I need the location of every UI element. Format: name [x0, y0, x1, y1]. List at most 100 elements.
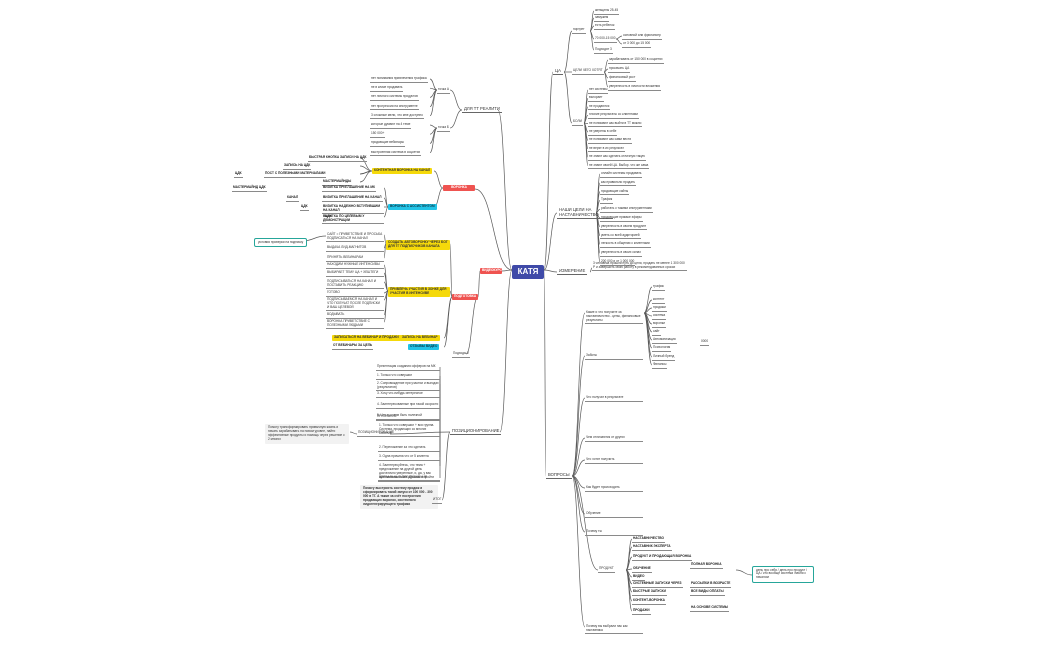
funnel-left-item[interactable]: ЗАПИСЬ НА ЦДК	[283, 163, 312, 170]
product-item[interactable]: ОБУЧЕНИЕ	[632, 566, 652, 573]
root-node[interactable]: КАТЯ	[512, 265, 544, 279]
branch-ca-portrait[interactable]: портрет	[572, 27, 586, 34]
quest-right-item[interactable]: продажи	[652, 305, 667, 312]
quest-right-item[interactable]: Психология	[652, 345, 672, 352]
quest-item[interactable]: Заботы	[585, 353, 643, 360]
assist-left-item[interactable]: ЦДК	[258, 185, 267, 192]
position-item[interactable]: ПРИЗНАНИЕ	[376, 414, 440, 421]
ca-pain-item[interactable]: не уверены в себе	[588, 129, 618, 136]
event-item[interactable]: ВОРОНКА ПРИВЕТСТВИЕ С ПОЛЕЗНЫМИ ЛЮДЬМИ	[326, 319, 384, 330]
position-item[interactable]: 4. Заинтересованные при такой скорости	[376, 402, 440, 409]
product-item[interactable]: БЫСТРЫЕ ЗАПУСКИ	[632, 589, 667, 596]
product-note[interactable]: день про себя / день про продукт / ЦА / …	[752, 566, 814, 583]
ttreals-item[interactable]: выстроенная система в соцсетях	[370, 150, 422, 157]
goals-item[interactable]: легкость в общении с клиентами	[600, 242, 651, 248]
funnel-content[interactable]: КОНТЕНТНАЯ ВОРОНКА НА КАНАЛ	[372, 168, 433, 174]
branch-ca-pain[interactable]: БОЛИ	[572, 119, 583, 126]
event-item[interactable]: ВЫБИРАЕТ ТЕМУ ЦА + ХЕШТЕГИ	[326, 270, 384, 277]
event-item[interactable]: ГОТОВО	[326, 290, 384, 297]
position-item[interactable]: Презентация создания офферов на МК	[376, 364, 440, 371]
goals-item[interactable]: уверенность в своем продукте	[600, 224, 648, 231]
ca-pain-item[interactable]: не понимают как выйти в ТТ можно	[588, 121, 643, 128]
assist-item[interactable]: ВИЗИТКА ПРИГЛАШЕНИЕ НА КАНАЛ	[322, 195, 383, 202]
ttreals-item[interactable]: нет личного системы продуктов	[370, 95, 419, 101]
product-right-item[interactable]: ВСЕ ВИДЫ ОПЛАТЫ	[690, 589, 725, 596]
goals-item[interactable]: Трафик	[600, 198, 614, 204]
product-item[interactable]: КОНТЕНТ-ВОРОНКА	[632, 598, 666, 605]
after-left[interactable]: Подходы 2	[452, 351, 470, 358]
event-item[interactable]: ВОДЫВАТЬ	[326, 312, 384, 319]
position-more-item[interactable]: 2. Переложение за что сделать	[378, 445, 440, 452]
ttreals-item[interactable]: нет понимания привлечения трафика	[370, 76, 428, 83]
position-sub[interactable]: ПОЗИЦИОНИРОВАНИЕ	[357, 430, 396, 437]
assist-item[interactable]: ВИЗИТКА НАДЕЖНО ВСТУПИВШИМ НА КАНАЛ	[322, 204, 384, 215]
quest-item[interactable]: Что хотят получить	[585, 457, 643, 464]
position-box[interactable]: Помогу выстроить систему продаж и сформи…	[360, 485, 438, 509]
goals-item[interactable]: 200 000 и от 1 000 000	[600, 259, 636, 266]
ttreals-item[interactable]: не в клике продавать	[370, 85, 404, 92]
ca-income-item[interactable]: от 3 000 до 15 000	[622, 41, 652, 48]
ttreals-item[interactable]: нет прогрессии на инструменте	[370, 104, 419, 111]
chat-item[interactable]: ПРИНЯТЬ ВЕБИНАРАМ	[326, 255, 384, 262]
quest-item[interactable]: Почему вы выбрали нас как наставника	[585, 624, 643, 635]
ttreals-item[interactable]: 3 сложные мели, что мне доступно	[370, 113, 424, 120]
branch-goals[interactable]: НАШИ ЦЕЛИ НА НАСТАВНИЧЕСТВО	[557, 207, 613, 219]
ttreals-item[interactable]: продающие вебинары	[370, 141, 405, 147]
webinar-left[interactable]: ЗАПИСАТЬСЯ НА ВЕБИНАР И ПРОДАЖИ	[332, 335, 401, 341]
branch-red-1[interactable]: ВОРОНКА	[443, 185, 475, 191]
product-item[interactable]: ПРОДУКТ И ПРОДАЮЩАЯ ВОРОНКА	[632, 554, 693, 561]
ca-portrait-item[interactable]: женщины 25-45	[594, 8, 620, 15]
ca-income-item[interactable]: основной или фрилансер	[622, 33, 662, 40]
branch-ca-want[interactable]: ЦЕЛИ ЧЕГО ХОТЯТ	[572, 68, 604, 75]
ca-want-item[interactable]: зарабатывать от 150 000 в соцсетях	[608, 57, 664, 64]
quest-right-item[interactable]: система	[652, 313, 667, 320]
quest-item[interactable]: Какие и что получите за наставничество -…	[585, 310, 643, 325]
goals-item[interactable]: уверенность в своих силах	[600, 250, 642, 257]
goals-item[interactable]: уметь со всей аудиторией	[600, 233, 641, 240]
chat-item[interactable]: САЙТ = ПРИВЕТСТВИЕ И ПРОСЬБА ПОДПИСАТЬСЯ…	[326, 232, 384, 243]
ttreals-item[interactable]: 150 000+	[370, 131, 386, 138]
quest-right-item[interactable]: трафик	[652, 284, 665, 291]
ad-left[interactable]: ОТ ВЕБИНАРЫ ЗА ЦЕЛЬ	[332, 343, 374, 350]
branch-position[interactable]: ПОЗИЦИОНИРОВАНИЕ	[450, 428, 502, 435]
webinar-node[interactable]: ЗАПИСЬ НА ВЕБИНАР	[400, 335, 440, 341]
ca-want-item[interactable]: уверенность в личности вложения	[608, 84, 662, 91]
chat-funnel[interactable]: СОЗДАТЬ АВТОВОРОНКУ ЧЕРЕЗ БОТ ДЛЯ ТГ ПОД…	[386, 240, 450, 250]
ca-want-item[interactable]: прокачать ЦА	[608, 66, 631, 73]
quest-right-item[interactable]: сайт	[652, 329, 661, 336]
branch-videos[interactable]: ВИДЕОКУРС	[480, 268, 502, 274]
assist-left-item[interactable]: КАНАЛ	[286, 195, 300, 202]
assist-item[interactable]: ВИЗИТКА ПРИГЛАШЕНИЕ НА МК	[322, 185, 376, 192]
product-right-item[interactable]: РАССЫЛКИ В ВОЗРАСТЕ	[690, 581, 732, 588]
quest-item[interactable]: Чем отличаются от других	[585, 435, 643, 442]
event-item[interactable]: НАХОДИМ НУЖНЫЕ ИНТЕНСИВЫ	[326, 262, 384, 269]
measure-text[interactable]: 3 человека прошли путь до цели, продать …	[592, 261, 687, 272]
assist-left-item[interactable]: ЦДК	[324, 214, 333, 221]
branch-ca[interactable]: ЦА	[553, 68, 563, 75]
ca-portrait-item[interactable]: 70 000-15 000	[594, 36, 617, 43]
funnel-left-item[interactable]: ПОСТ С ПОЛЕЗНЫМИ МАТЕРИАЛАМИ	[264, 171, 327, 178]
ca-pain-item[interactable]: не знают как сделать отличную такую	[588, 154, 646, 161]
quest-right-item[interactable]: Финансы	[652, 362, 668, 369]
ca-pain-item[interactable]: не понимают как сами вести	[588, 138, 633, 144]
ca-portrait-item[interactable]: замужем	[594, 15, 610, 22]
position-last[interactable]: ИТОГ	[432, 497, 443, 504]
chat-note[interactable]: условия проверки на подписку	[254, 238, 308, 247]
assist-left-item[interactable]: ЦДК	[300, 204, 309, 211]
branch-measure[interactable]: ИЗМЕРЕНИЕ	[557, 268, 588, 275]
ca-want-item[interactable]: финансовый рост	[608, 75, 637, 82]
event-item[interactable]: ПОДПИСЫВАЕМСЯ НА КАНАЛ И ЧТО ПОЛУЧАТ ПОС…	[326, 297, 384, 312]
product-item[interactable]: НАСТАВНИЧЕСТВО	[632, 536, 665, 543]
ttreals-sub[interactable]: точка А	[437, 87, 451, 94]
position-item[interactable]: 2. Сопровождение при участии и выгодах (…	[376, 381, 440, 392]
ca-pain-item[interactable]: нет системы	[588, 87, 609, 94]
event-item[interactable]: ПОДПИСЫВАТЬСЯ НА КАНАЛ И ПОСТАВИТЬ РЕАКЦ…	[326, 279, 384, 290]
quest-right-item[interactable]: воронки	[652, 321, 666, 328]
product-item[interactable]: ПРОДАЖИ	[632, 608, 651, 615]
assist-item[interactable]: ВИЗИТКА ПО ЦЕЛЕВЫМ У ДЕМОНСТРАЦИИ	[322, 214, 384, 225]
branch-product[interactable]: ПРОДУКТ	[598, 566, 615, 573]
product-item[interactable]: НАСТАВНИК ЭКСПЕРТА	[632, 544, 672, 551]
position-note[interactable]: Помогу трансформировать привычную жизнь …	[265, 424, 349, 444]
ttreals-item[interactable]: которые думают на 4 теме	[370, 122, 412, 129]
branch-red-2[interactable]: ПОДГОТОВКА	[452, 294, 478, 300]
